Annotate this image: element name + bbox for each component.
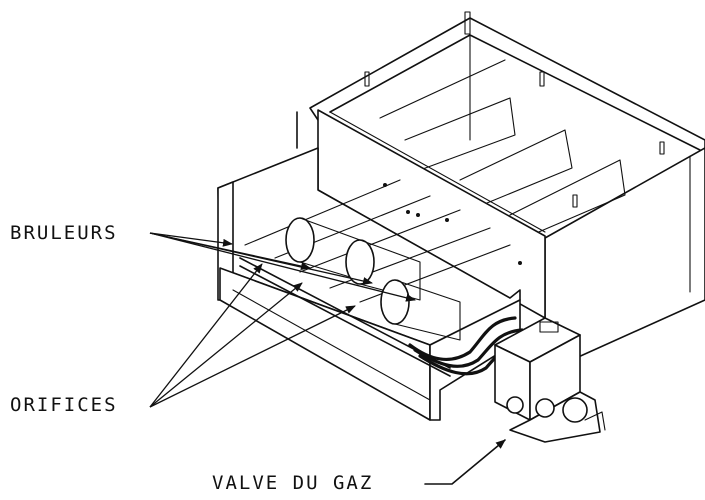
leader-orifices-2 bbox=[149, 282, 303, 408]
furnace-cabinet-drawing bbox=[296, 11, 705, 373]
leader-burners-4 bbox=[149, 232, 416, 302]
leader-burners-3 bbox=[149, 232, 373, 285]
burner-tube-icon bbox=[285, 217, 461, 341]
label-orifices: ORIFICES bbox=[10, 394, 118, 416]
leader-orifices-3 bbox=[149, 305, 356, 408]
label-burners: BRULEURS bbox=[10, 222, 118, 244]
label-gas-valve: VALVE DU GAZ bbox=[212, 472, 373, 494]
leader-burners-1 bbox=[149, 232, 233, 247]
gas-valve-icon bbox=[494, 317, 606, 443]
leader-orifices-1 bbox=[149, 263, 263, 408]
leader-gas-valve bbox=[424, 439, 506, 485]
